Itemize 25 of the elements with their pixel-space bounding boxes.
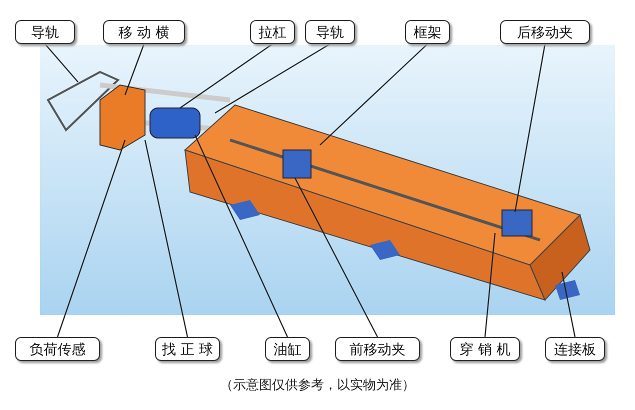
callout-label: 导轨 xyxy=(305,20,355,44)
callout-label: 后移动夹 xyxy=(500,20,590,44)
callout-label: 穿 销 机 xyxy=(450,337,520,361)
leader-line xyxy=(294,178,378,338)
leader-line xyxy=(561,272,576,338)
leader-line xyxy=(124,44,145,96)
callout-label: 负荷传感 xyxy=(15,337,100,361)
callout-label: 导轨 xyxy=(15,20,75,44)
callout-label: 连接板 xyxy=(545,337,605,361)
callout-label: 油缸 xyxy=(265,337,310,361)
leader-line xyxy=(514,44,546,212)
leader-line xyxy=(44,44,78,82)
leader-line xyxy=(180,44,273,108)
leader-line xyxy=(56,140,126,338)
callout-label: 前移动夹 xyxy=(335,337,420,361)
caption: （示意图仅供参考，以实物为准） xyxy=(219,377,416,394)
leader-line xyxy=(194,134,288,338)
leader-line xyxy=(484,232,496,338)
callout-label: 移 动 横 xyxy=(103,20,185,44)
leader-line xyxy=(320,44,428,146)
callout-label: 框架 xyxy=(405,20,450,44)
leader-line xyxy=(214,43,330,114)
callout-label: 找 正 球 xyxy=(155,337,220,361)
callout-label: 拉杠 xyxy=(250,20,295,44)
leader-line xyxy=(144,140,188,338)
